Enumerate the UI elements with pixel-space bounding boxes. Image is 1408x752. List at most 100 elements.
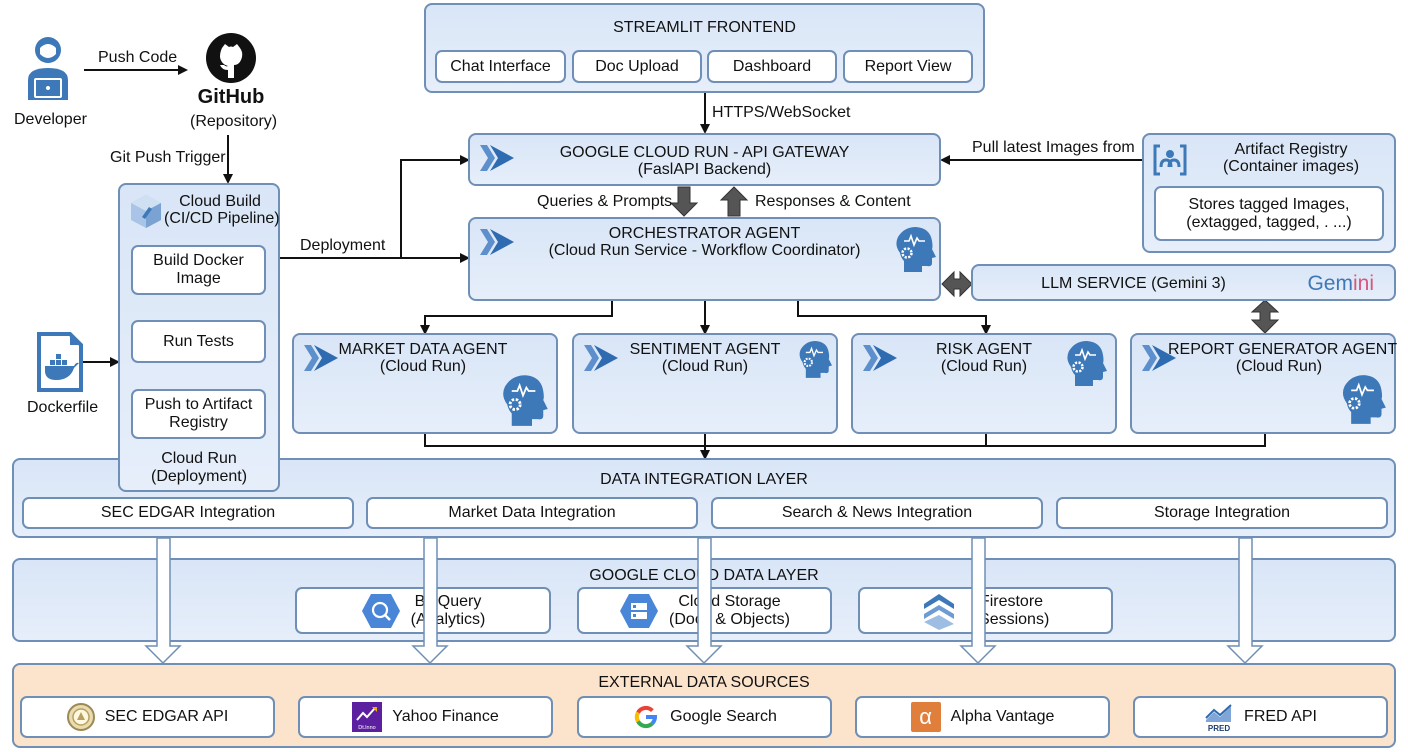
google-g-icon <box>632 703 660 731</box>
integration-storage[interactable]: Storage Integration <box>1056 497 1388 529</box>
llm-title: LLM SERVICE (Gemini 3) <box>1041 275 1226 292</box>
gemini-logo-a: Gem <box>1307 272 1353 295</box>
svg-text:Dt.lnno: Dt.lnno <box>359 725 376 731</box>
artifact-registry-icon <box>1153 144 1187 176</box>
agent-market-data[interactable]: MARKET DATA AGENT (Cloud Run) <box>292 333 558 434</box>
integration-sec-edgar[interactable]: SEC EDGAR Integration <box>22 497 354 529</box>
fred-icon: PRED <box>1204 702 1234 732</box>
cloud-storage-icon <box>619 593 659 629</box>
cloud-run-chevron-icon <box>304 345 338 371</box>
bigquery-sub: (Analytics) <box>410 610 486 628</box>
external-title: EXTERNAL DATA SOURCES <box>598 674 810 691</box>
github-subtitle: (Repository) <box>190 113 278 130</box>
cloud-run-chevron-icon <box>480 229 514 255</box>
agent-risk[interactable]: RISK AGENT (Cloud Run) <box>851 333 1117 434</box>
agent-sentiment[interactable]: SENTIMENT AGENT (Cloud Run) <box>572 333 838 434</box>
artifact-store-line2: (extagged, tagged, . ...) <box>1186 213 1352 231</box>
ai-brain-icon <box>503 375 548 426</box>
frontend-report-view[interactable]: Report View <box>843 50 973 83</box>
step-push-artifact-registry[interactable]: Push to Artifact Registry <box>131 389 266 439</box>
yahoo-finance-icon: Dt.lnno <box>352 702 383 732</box>
cloud-build-subtitle: (CI/CD Pipeline) <box>164 210 280 227</box>
orchestrator-title: ORCHESTRATOR AGENT <box>608 225 801 242</box>
cloud-run-deployment-subtitle: (Deployment) <box>150 468 248 485</box>
artifact-subtitle: (Container images) <box>1222 158 1360 175</box>
gemini-logo: Gemini <box>1307 273 1374 295</box>
bigquery-name: BigQuery <box>414 592 482 610</box>
github-brand: GitHub <box>197 86 265 108</box>
external-google-search[interactable]: Google Search <box>577 696 832 738</box>
agent-subtitle: (Cloud Run) <box>940 358 1028 375</box>
agent-subtitle: (Cloud Run) <box>1235 358 1323 375</box>
artifact-title: Artifact Registry <box>1234 141 1348 158</box>
cloud-build-icon <box>131 195 161 228</box>
cloud-run-deployment-title: Cloud Run <box>161 450 237 467</box>
orchestrator-subtitle: (Cloud Run Service - Workflow Coordinato… <box>548 242 861 259</box>
gcp-bigquery[interactable]: BigQuery (Analytics) <box>295 587 551 634</box>
gateway-subtitle: (FaslAPI Backend) <box>637 161 772 178</box>
pull-images-label: Pull latest Images from <box>972 139 1135 156</box>
agent-title: RISK AGENT <box>935 341 1033 358</box>
gcp-cloud-storage[interactable]: Cloud Storage (Docs & Objects) <box>577 587 832 634</box>
cloud-run-chevron-icon <box>1142 345 1176 371</box>
deployment-arrow-gateway <box>400 155 470 258</box>
github-node[interactable]: GitHub <box>192 32 270 108</box>
developer-icon <box>28 37 68 100</box>
google-search-label: Google Search <box>670 708 777 725</box>
alpha-vantage-icon: α <box>910 702 941 732</box>
fred-api-label: FRED API <box>1244 708 1317 725</box>
https-websocket-label: HTTPS/WebSocket <box>712 104 851 121</box>
firestore-text: Firestore (Sessions) <box>974 593 1050 629</box>
gcp-data-title: GOOGLE CLOUD DATA LAYER <box>589 567 819 584</box>
integration-search-news[interactable]: Search & News Integration <box>711 497 1043 529</box>
queries-down-arrow <box>669 186 699 217</box>
cloud-storage-sub: (Docs & Objects) <box>669 610 790 628</box>
dockerfile-icon <box>37 332 83 392</box>
agent-subtitle: (Cloud Run) <box>661 358 749 375</box>
agent-title: SENTIMENT AGENT <box>629 341 781 358</box>
firestore-sub: (Sessions) <box>973 610 1050 628</box>
frontend-dashboard[interactable]: Dashboard <box>707 50 837 83</box>
gcp-firestore[interactable]: Firestore (Sessions) <box>858 587 1113 634</box>
api-gateway-panel[interactable]: GOOGLE CLOUD RUN - API GATEWAY (FaslAPI … <box>468 133 941 186</box>
responses-up-arrow <box>719 186 749 217</box>
sec-edgar-api-label: SEC EDGAR API <box>104 708 229 725</box>
external-sec-edgar-api[interactable]: SEC EDGAR API <box>20 696 275 738</box>
step-build-docker-image[interactable]: Build Docker Image <box>131 245 266 295</box>
dockerfile-node <box>36 332 84 397</box>
step-run-tests[interactable]: Run Tests <box>131 320 266 363</box>
orch-to-risk-arrow <box>797 300 991 335</box>
orch-to-market-arrow <box>420 300 613 335</box>
external-yahoo-finance[interactable]: Dt.lnno Yahoo Finance <box>298 696 553 738</box>
bigquery-text: BigQuery (Analytics) <box>411 593 486 629</box>
ai-brain-icon <box>896 227 936 272</box>
alpha-vantage-label: Alpha Vantage <box>950 708 1055 725</box>
frontend-chat-interface[interactable]: Chat Interface <box>435 50 566 83</box>
cloud-run-chevron-icon <box>480 145 514 171</box>
responses-content-label: Responses & Content <box>755 193 911 210</box>
orchestrator-agent-panel[interactable]: ORCHESTRATOR AGENT (Cloud Run Service - … <box>468 217 941 301</box>
external-alpha-vantage[interactable]: α Alpha Vantage <box>855 696 1110 738</box>
git-trigger-label: Git Push Trigger <box>110 149 226 166</box>
external-fred-api[interactable]: PRED FRED API <box>1133 696 1388 738</box>
integration-title: DATA INTEGRATION LAYER <box>600 471 808 488</box>
github-icon <box>206 33 256 83</box>
agent-report-generator[interactable]: REPORT GENERATOR AGENT (Cloud Run) <box>1130 333 1397 434</box>
agent-title: MARKET DATA AGENT <box>338 341 508 358</box>
bigquery-icon <box>361 593 401 629</box>
frontend-doc-upload[interactable]: Doc Upload <box>572 50 702 83</box>
gemini-logo-b: ini <box>1352 272 1374 295</box>
integration-market-data[interactable]: Market Data Integration <box>366 497 698 529</box>
dockerfile-label: Dockerfile <box>27 399 99 416</box>
llm-service-panel[interactable]: LLM SERVICE (Gemini 3) Gemini <box>971 264 1396 301</box>
cloud-run-chevron-icon <box>863 345 897 371</box>
yahoo-finance-label: Yahoo Finance <box>392 708 499 725</box>
svg-text:PRED: PRED <box>1208 724 1230 732</box>
ai-brain-icon <box>1067 341 1107 386</box>
cloud-storage-text: Cloud Storage (Docs & Objects) <box>669 593 790 629</box>
artifact-store-line1: Stores tagged Images, <box>1188 195 1350 213</box>
push-code-label: Push Code <box>98 49 178 66</box>
gateway-title: GOOGLE CLOUD RUN - API GATEWAY <box>559 144 850 161</box>
artifact-registry-store-card: Stores tagged Images, (extagged, tagged,… <box>1154 186 1384 241</box>
cloud-build-title: Cloud Build <box>179 193 261 210</box>
